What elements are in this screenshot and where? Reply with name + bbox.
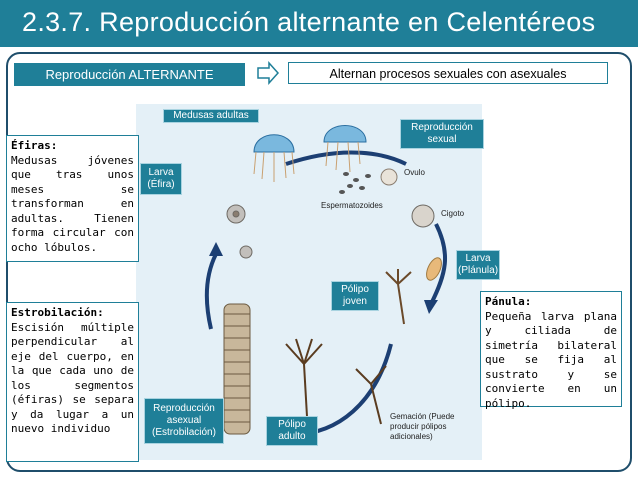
- label-larva-efira: Larva (Éfira): [140, 163, 182, 195]
- planula-text: Pequeña larva plana y ciliada de simetrí…: [485, 310, 617, 410]
- subtitle-left: Reproducción ALTERNANTE: [14, 63, 245, 86]
- efiras-text: Medusas jóvenes que tras unos meses se t…: [11, 154, 134, 254]
- planula-box: Pánula: Pequeña larva plana y ciliada de…: [480, 291, 622, 407]
- efiras-box: Éfiras: Medusas jóvenes que tras unos me…: [6, 135, 139, 262]
- label-reproduccion-sexual: Reproducción sexual: [400, 119, 484, 149]
- medusa-2: [324, 126, 366, 173]
- right-arrow-icon: [256, 61, 280, 85]
- efira-larva: [227, 205, 245, 223]
- label-polipo-adulto: Pólipo adulto: [266, 416, 318, 446]
- estrobilacion-text: Escisión múltiple perpendicular al eje d…: [11, 321, 134, 436]
- title-bar: 2.3.7. Reproducción alternante en Celent…: [0, 0, 638, 47]
- planula-heading: Pánula:: [485, 295, 617, 310]
- cigoto-cell: [412, 205, 434, 227]
- subtitle-right: Alternan procesos sexuales con asexuales: [288, 62, 608, 84]
- label-gemacion: Gemación (Puede producir pólipos adicion…: [390, 412, 470, 442]
- label-espermatozoides: Espermatozoides: [321, 201, 383, 210]
- sperm-cells: [339, 172, 371, 194]
- efiras-heading: Éfiras:: [11, 139, 134, 154]
- estrobilacion-heading: Estrobilación:: [11, 306, 134, 321]
- label-polipo-joven: Pólipo joven: [331, 281, 379, 311]
- label-reproduccion-asexual: Reproducción asexual (Estrobilación): [144, 398, 224, 444]
- medusa-1: [254, 135, 294, 182]
- label-ovulo: Ovulo: [404, 168, 425, 177]
- estrobilacion-box: Estrobilación: Escisión múltiple perpend…: [6, 302, 139, 462]
- label-cigoto: Cigoto: [441, 209, 464, 218]
- label-larva-planula: Larva (Plánula): [456, 250, 500, 280]
- strobila: [224, 304, 250, 434]
- ovulo-cell: [381, 169, 397, 185]
- efira-larva-2: [240, 246, 252, 258]
- slide-title: 2.3.7. Reproducción alternante en Celent…: [22, 7, 595, 38]
- polipo-joven: [386, 269, 411, 324]
- label-medusas-adultas: Medusas adultas: [163, 109, 259, 123]
